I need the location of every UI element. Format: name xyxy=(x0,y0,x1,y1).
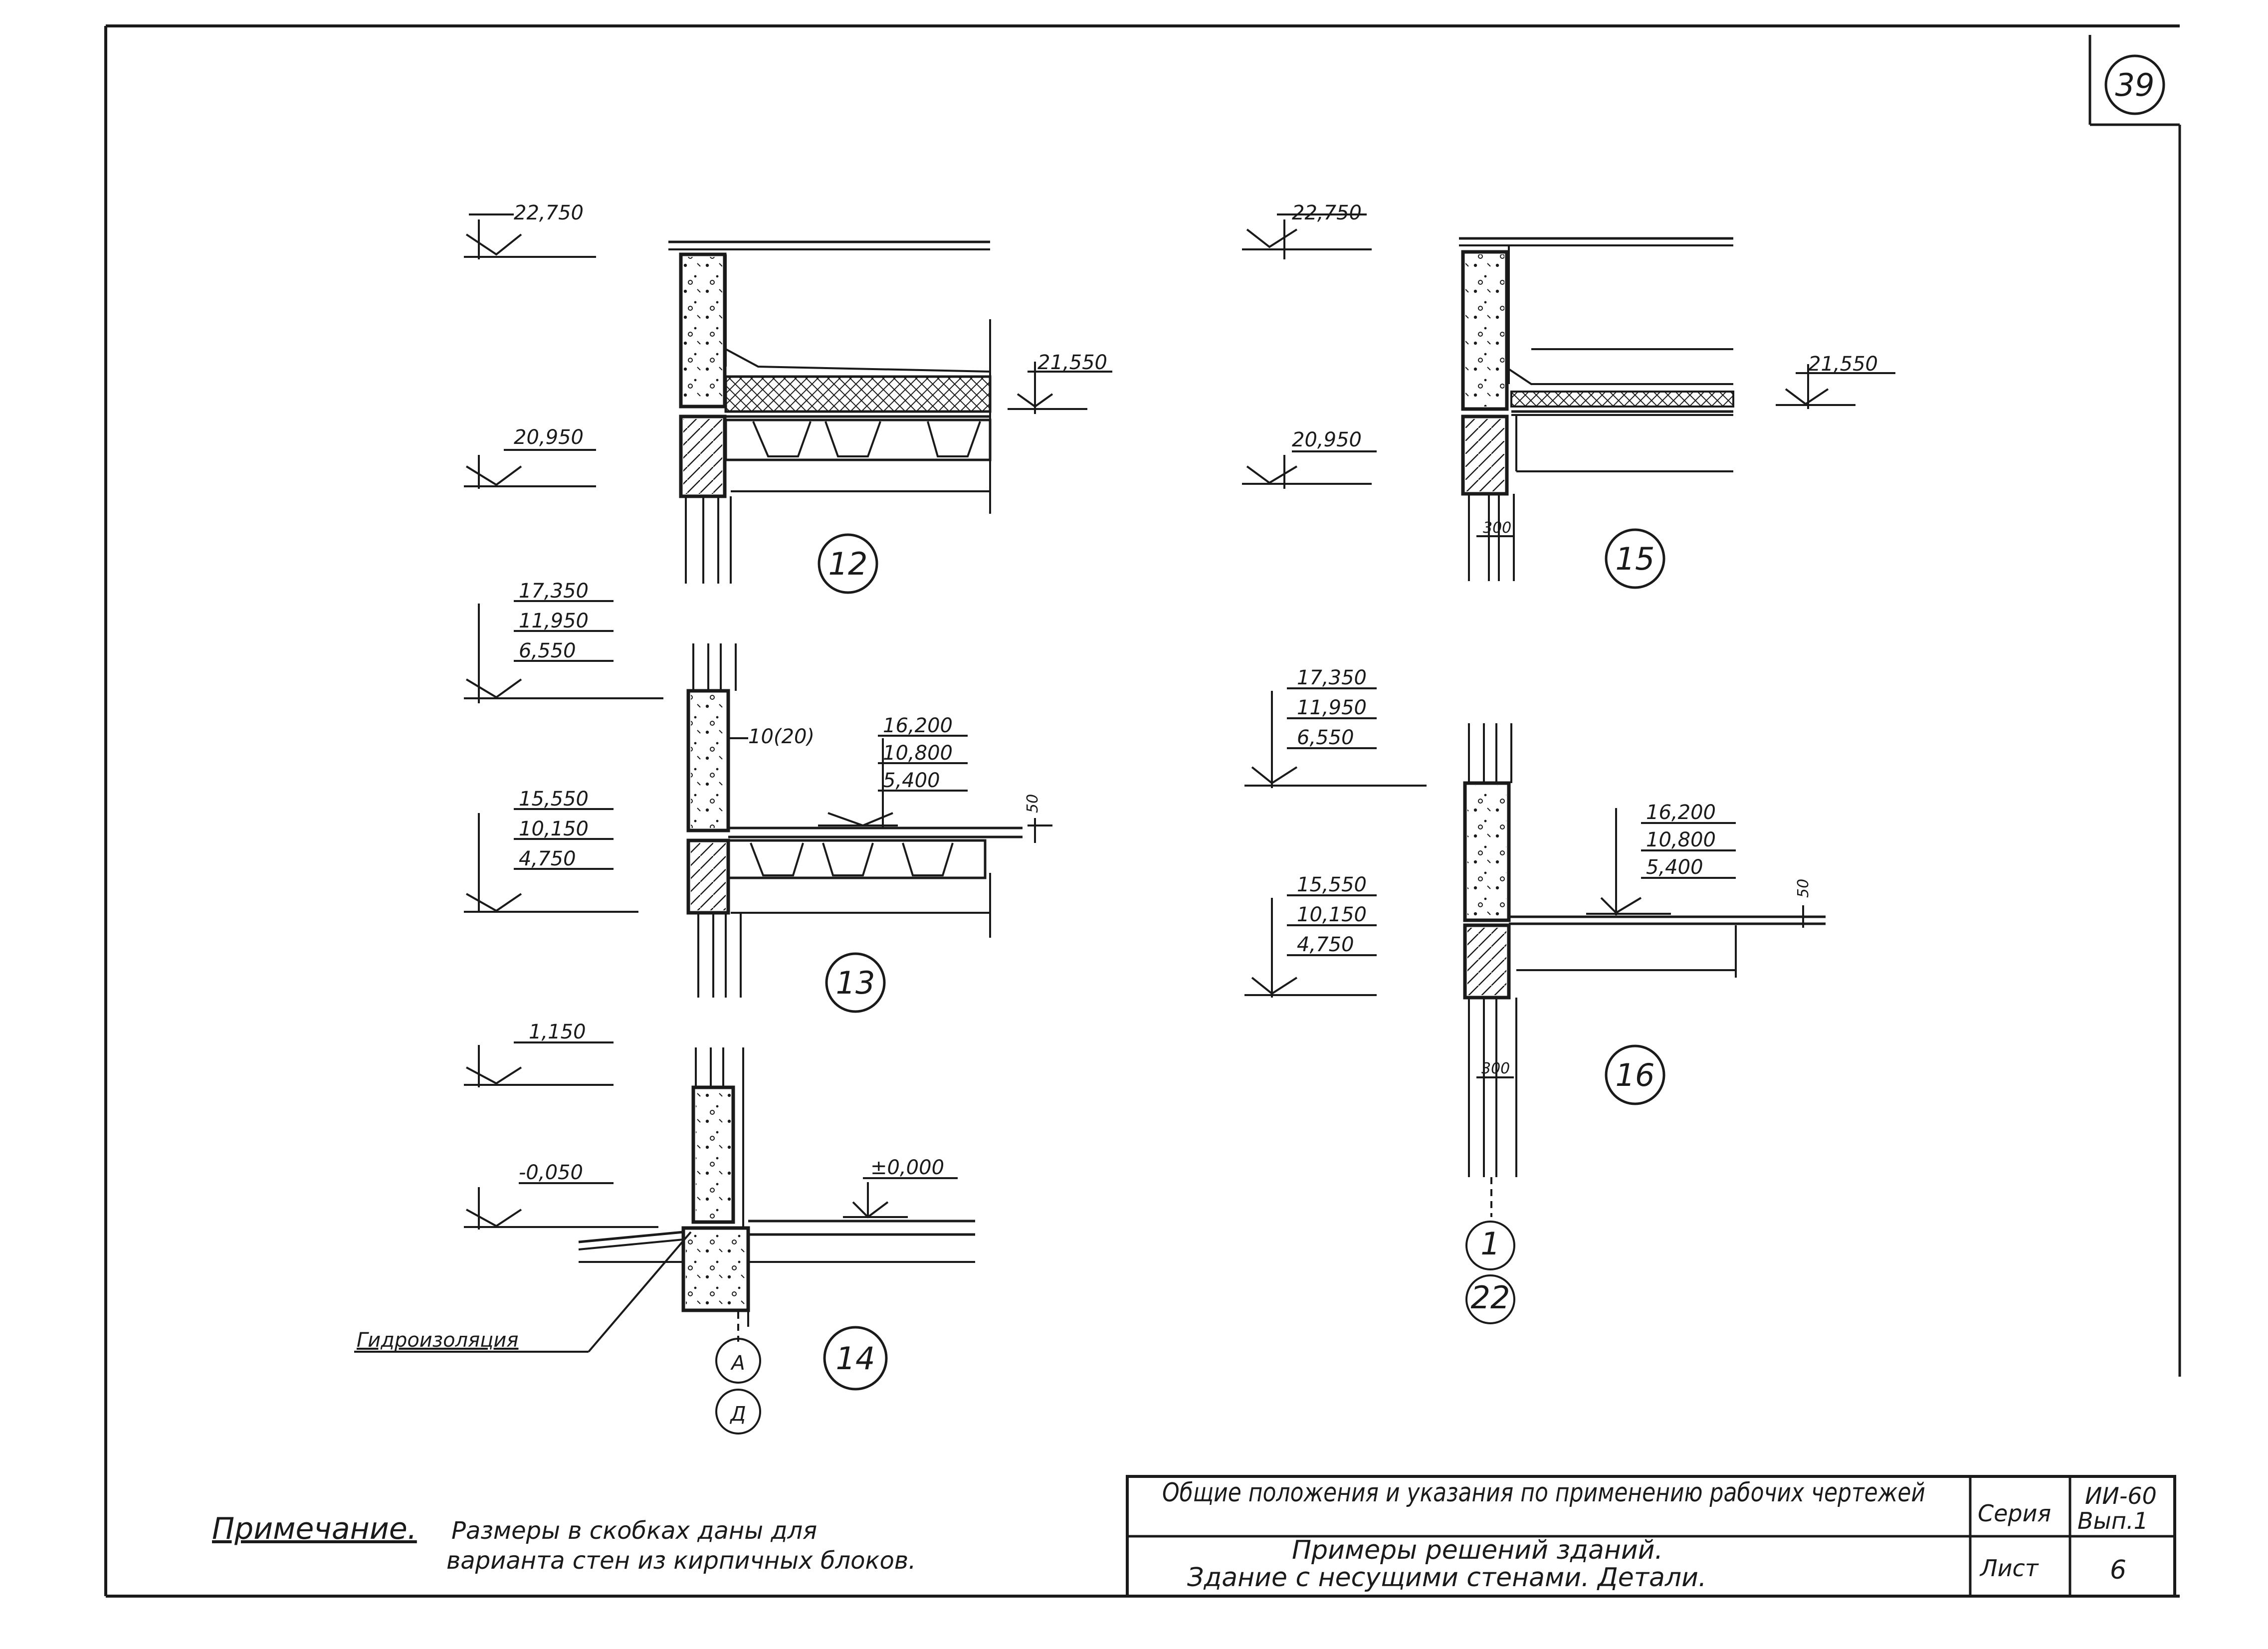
detail-12: 22,750 20,950 21,550 12 xyxy=(464,202,1112,594)
svg-text:13: 13 xyxy=(836,965,875,1001)
elevation-20950-15: 20,950 xyxy=(1292,428,1362,451)
title-general: Общие положения и указания по применению… xyxy=(1162,1478,1925,1508)
series-label: Серия xyxy=(1978,1500,2051,1527)
dimension-50-13: 50 xyxy=(1024,794,1041,813)
sheet-number-stamp: 39 xyxy=(2104,54,2165,115)
sheet-frame xyxy=(104,24,2181,1598)
detail-14: 1,150 -0,050 ±0,000 Гидроизоляция А Д 14 xyxy=(354,1021,975,1435)
elevation-17350-13: 17,350 xyxy=(519,580,589,603)
svg-text:Д: Д xyxy=(729,1403,746,1426)
note-line-1: Размеры в скобках даны для xyxy=(451,1517,817,1545)
note-title: Примечание. xyxy=(212,1511,417,1546)
elevation-minus-0050-14: -0,050 xyxy=(519,1161,583,1184)
elevation-10800-16: 10,800 xyxy=(1646,828,1716,851)
elevation-22750-12: 22,750 xyxy=(514,202,584,224)
elevation-4750-16: 4,750 xyxy=(1297,933,1354,956)
svg-text:1: 1 xyxy=(1480,1226,1500,1262)
sheet-label: Лист xyxy=(1979,1555,2039,1582)
sheet-value: 6 xyxy=(2110,1555,2126,1585)
elevation-10150-13: 10,150 xyxy=(519,818,589,840)
svg-text:22: 22 xyxy=(1471,1279,1510,1316)
title-subtitle-2: Здание с несущими стенами. Детали. xyxy=(1187,1563,1706,1593)
waterproofing-label: Гидроизоляция xyxy=(357,1329,518,1352)
title-subtitle-1: Примеры решений зданий. xyxy=(1292,1535,1663,1565)
elevation-4750-13: 4,750 xyxy=(519,847,576,870)
elevation-21550-12: 21,550 xyxy=(1037,351,1107,374)
detail-mark-13: 13 xyxy=(825,952,886,1013)
detail-mark-14: 14 xyxy=(823,1326,888,1391)
elevation-20950-12: 20,950 xyxy=(514,426,584,449)
elevation-17350-16: 17,350 xyxy=(1297,666,1367,689)
elevation-22750-15: 22,750 xyxy=(1292,202,1362,224)
elevation-11950-16: 11,950 xyxy=(1297,696,1367,719)
detail-16: 17,350 11,950 6,550 15,550 10,150 4,750 … xyxy=(1244,666,1826,1324)
svg-text:А: А xyxy=(730,1352,745,1375)
elevation-6550-13: 6,550 xyxy=(519,639,576,662)
elevation-5400-16: 5,400 xyxy=(1646,856,1703,879)
detail-mark-12: 12 xyxy=(818,533,878,594)
axis-marker-1: 1 xyxy=(1465,1221,1515,1270)
note-line-2: варианта стен из кирпичных блоков. xyxy=(446,1547,916,1575)
svg-text:16: 16 xyxy=(1616,1057,1655,1093)
series-value: ИИ-60 xyxy=(2085,1482,2157,1509)
detail-13: 17,350 11,950 6,550 15,550 10,150 4,750 … xyxy=(464,580,1052,1013)
elevation-21550-15: 21,550 xyxy=(1808,353,1878,376)
axis-marker-a: А xyxy=(715,1338,761,1384)
sheet-number: 39 xyxy=(2115,67,2155,103)
note: Примечание. Размеры в скобках даны для в… xyxy=(212,1511,916,1575)
elevation-11950-13: 11,950 xyxy=(519,610,589,632)
axis-marker-d: Д xyxy=(715,1389,761,1435)
elevation-15550-16: 15,550 xyxy=(1297,873,1367,896)
svg-text:14: 14 xyxy=(836,1340,875,1377)
title-block: Общие положения и указания по применению… xyxy=(1126,1475,2176,1598)
elevation-5400-13: 5,400 xyxy=(883,769,940,792)
detail-mark-16: 16 xyxy=(1605,1044,1665,1105)
issue-value: Вып.1 xyxy=(2077,1507,2148,1534)
elevation-6550-16: 6,550 xyxy=(1297,726,1354,749)
elevation-10800-13: 10,800 xyxy=(883,742,953,765)
detail-15: 22,750 20,950 21,550 300 15 xyxy=(1242,202,1895,589)
detail-mark-15: 15 xyxy=(1605,528,1665,589)
elevation-1150-14: 1,150 xyxy=(529,1021,586,1043)
elevation-0000-14: ±0,000 xyxy=(870,1156,944,1179)
elevation-16200-13: 16,200 xyxy=(883,714,953,737)
elevation-16200-16: 16,200 xyxy=(1646,801,1716,824)
dimension-300-15: 300 xyxy=(1483,519,1511,537)
axis-marker-22: 22 xyxy=(1465,1274,1515,1324)
wall-dimension-13: 10(20) xyxy=(748,725,815,748)
dimension-300-16: 300 xyxy=(1481,1060,1510,1077)
elevation-10150-16: 10,150 xyxy=(1297,903,1367,926)
elevation-15550-13: 15,550 xyxy=(519,788,589,811)
svg-text:15: 15 xyxy=(1616,541,1655,577)
svg-text:12: 12 xyxy=(828,546,868,582)
dimension-50-16: 50 xyxy=(1795,879,1812,898)
